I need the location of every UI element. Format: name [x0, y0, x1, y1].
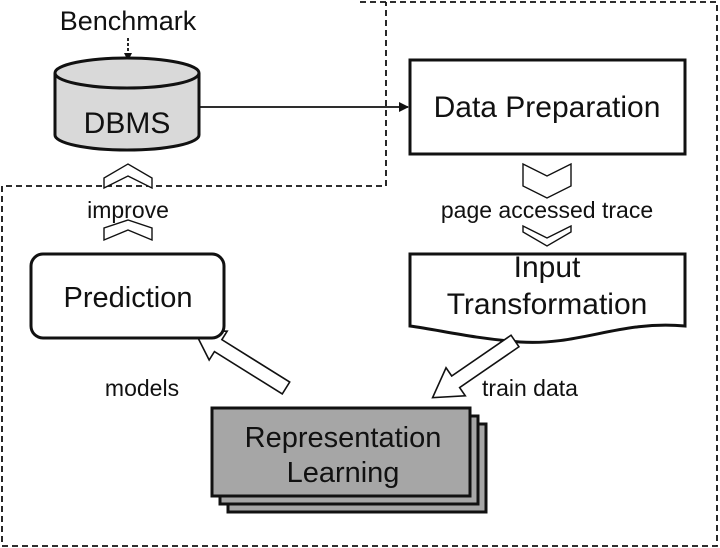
page-accessed-trace-label: page accessed trace [441, 197, 653, 223]
representation-label-line1: Representation [245, 422, 442, 454]
prediction-box [29, 252, 226, 340]
prediction-label: Prediction [64, 282, 193, 314]
train-data-label: train data [482, 375, 578, 401]
dbms-cylinder [53, 56, 201, 152]
improve-chevron-bottom [103, 219, 153, 242]
representation-label-line2: Learning [287, 457, 400, 489]
trace-chevron-bottom [522, 224, 572, 247]
input-transformation-label-line1: Input [514, 251, 581, 284]
benchmark-label: Benchmark [60, 6, 197, 36]
data-preparation-box [408, 58, 687, 156]
dbms-label: DBMS [84, 107, 171, 140]
train-data-arrow [431, 334, 521, 399]
data-preparation-label: Data Preparation [434, 91, 661, 124]
trace-chevron-top [522, 162, 572, 199]
input-transformation-document [408, 252, 687, 344]
input-transformation-label-line2: Transformation [447, 288, 648, 321]
improve-label: improve [87, 197, 169, 223]
representation-learning-box [210, 406, 472, 498]
improve-chevron-top [103, 163, 153, 190]
models-label: models [105, 375, 179, 401]
